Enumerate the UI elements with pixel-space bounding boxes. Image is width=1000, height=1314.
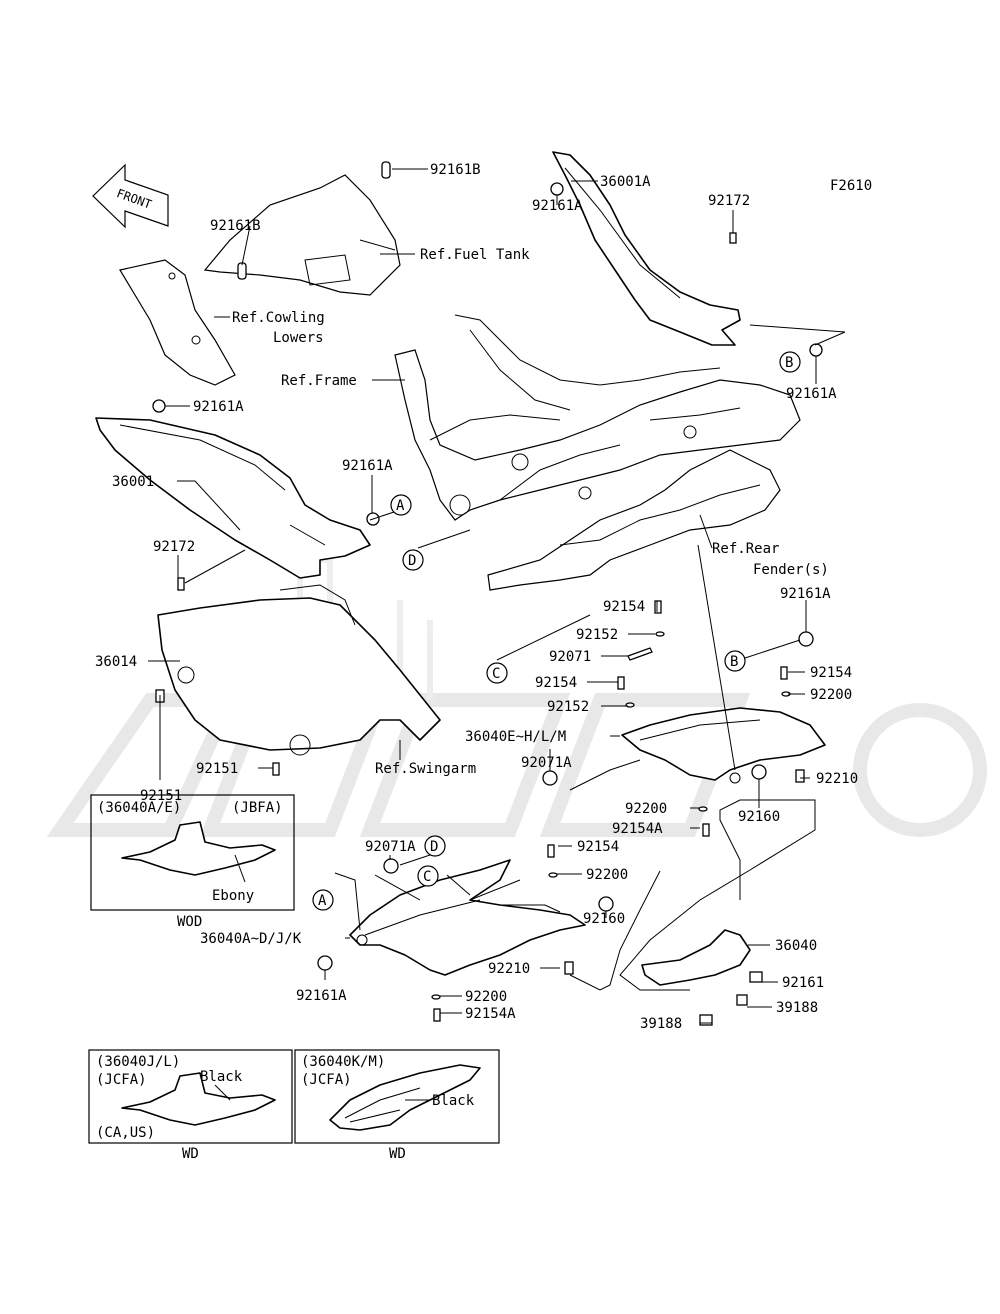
ref-letter: A: [318, 893, 327, 909]
part-number: 92161A: [296, 988, 347, 1004]
ref-letter: C: [423, 869, 431, 885]
part-number: 92172: [708, 193, 750, 209]
part-number: 92161B: [430, 162, 481, 178]
ref-label: Fender(s): [753, 562, 829, 578]
undercover-36040e-part: [621, 707, 826, 781]
clip-icon: [749, 971, 763, 983]
variant-color: Black: [432, 1093, 475, 1109]
ref-label: Ref.Cowling: [232, 310, 325, 326]
ref-letter: D: [430, 839, 438, 855]
variant-code: (36040J/L): [96, 1054, 180, 1070]
variant-code: (36040K/M): [301, 1054, 385, 1070]
part-number: 92154: [577, 839, 619, 855]
variant-model: (JCFA): [96, 1072, 147, 1088]
part-number: 92154A: [465, 1006, 516, 1022]
variant-caption: WD: [182, 1146, 199, 1162]
part-number: 39188: [776, 1000, 818, 1016]
part-number: 92172: [153, 539, 195, 555]
variant-code: (36040A/E): [97, 800, 181, 816]
part-number: 36001: [112, 474, 154, 490]
part-number: 92161A: [786, 386, 837, 402]
part-number: 92200: [810, 687, 852, 703]
cowling-lowers-part: [119, 259, 236, 386]
variant-model: (JCFA): [301, 1072, 352, 1088]
variant-model: (JBFA): [232, 800, 283, 816]
frame-part: [394, 314, 801, 521]
part-number: 36014: [95, 654, 137, 670]
ref-letter: A: [396, 498, 405, 514]
part-number: 92071A: [521, 755, 572, 771]
part-number: 36040A~D/J/K: [200, 931, 302, 947]
part-number: 92161: [782, 975, 824, 991]
leader-lines: [148, 168, 846, 1024]
side-cover-36001-part: [95, 417, 371, 579]
part-number: 92200: [625, 801, 667, 817]
ref-letters: B A D C B D C A: [312, 351, 801, 911]
part-number: 92161A: [342, 458, 393, 474]
part-number: 92151: [196, 761, 238, 777]
variant-color: Ebony: [212, 888, 254, 904]
part-number: 92161A: [193, 399, 244, 415]
part-number: 92071: [549, 649, 591, 665]
pad-icon: [699, 1014, 713, 1026]
part-number: 36040: [775, 938, 817, 954]
part-number: 92154: [603, 599, 645, 615]
ref-letter: C: [492, 666, 500, 682]
ref-letter: D: [408, 553, 416, 569]
variant-caption: WD: [389, 1146, 406, 1162]
rear-fender-part: [487, 449, 781, 591]
part-number: 92154A: [612, 821, 663, 837]
part-number: 92154: [535, 675, 577, 691]
part-number: 36040E~H/L/M: [465, 729, 566, 745]
ref-letter: B: [785, 355, 793, 371]
part-number: 92200: [586, 867, 628, 883]
ref-letter: B: [730, 654, 738, 670]
figure-code: F2610: [830, 178, 872, 194]
part-number: 92152: [576, 627, 618, 643]
part-number: 36001A: [600, 174, 651, 190]
side-cover-36001a-part: [552, 151, 741, 346]
ref-label: Ref.Fuel Tank: [420, 247, 530, 263]
bolt-icon: [237, 262, 247, 280]
part-number: 92161A: [780, 586, 831, 602]
ref-label: Lowers: [273, 330, 324, 346]
variant-box-wd-left: (36040J/L) (JCFA) Black (CA,US) WD: [88, 1049, 293, 1162]
part-number: 92160: [738, 809, 780, 825]
variant-box-wod: (36040A/E) (JBFA) Ebony WOD: [90, 794, 295, 930]
part-number: 92161B: [210, 218, 261, 234]
ref-label: Ref.Frame: [281, 373, 357, 389]
lower-cover-36040-part: [641, 929, 751, 986]
variant-box-wd-right: (36040K/M) (JCFA) Black WD: [294, 1049, 500, 1162]
part-number: 92071A: [365, 839, 416, 855]
variant-caption: WOD: [177, 914, 202, 930]
chain-cover-36014-part: [157, 597, 441, 751]
ref-label: Ref.Rear: [712, 541, 779, 557]
fuel-tank-part: [203, 174, 401, 296]
hardware-group: [152, 182, 823, 1022]
variant-color: Black: [200, 1069, 243, 1085]
part-number: 92152: [547, 699, 589, 715]
part-number: 39188: [640, 1016, 682, 1032]
part-number: 92210: [488, 961, 530, 977]
part-number: 92160: [583, 911, 625, 927]
part-number: 92161A: [532, 198, 583, 214]
variant-region: (CA,US): [96, 1125, 155, 1141]
part-number: 92210: [816, 771, 858, 787]
part-number: 92151: [140, 788, 182, 804]
bolt-icon: [381, 161, 391, 179]
undercover-36040a-part: [349, 859, 586, 976]
part-number: 92154: [810, 665, 852, 681]
pad-icon: [736, 994, 748, 1006]
ref-label: Ref.Swingarm: [375, 761, 476, 777]
front-arrow-icon: FRONT: [92, 163, 169, 229]
part-number: 92200: [465, 989, 507, 1005]
callout-labels: 92161B 36001A 92161B Ref.Fuel Tank 92161…: [95, 162, 858, 1032]
